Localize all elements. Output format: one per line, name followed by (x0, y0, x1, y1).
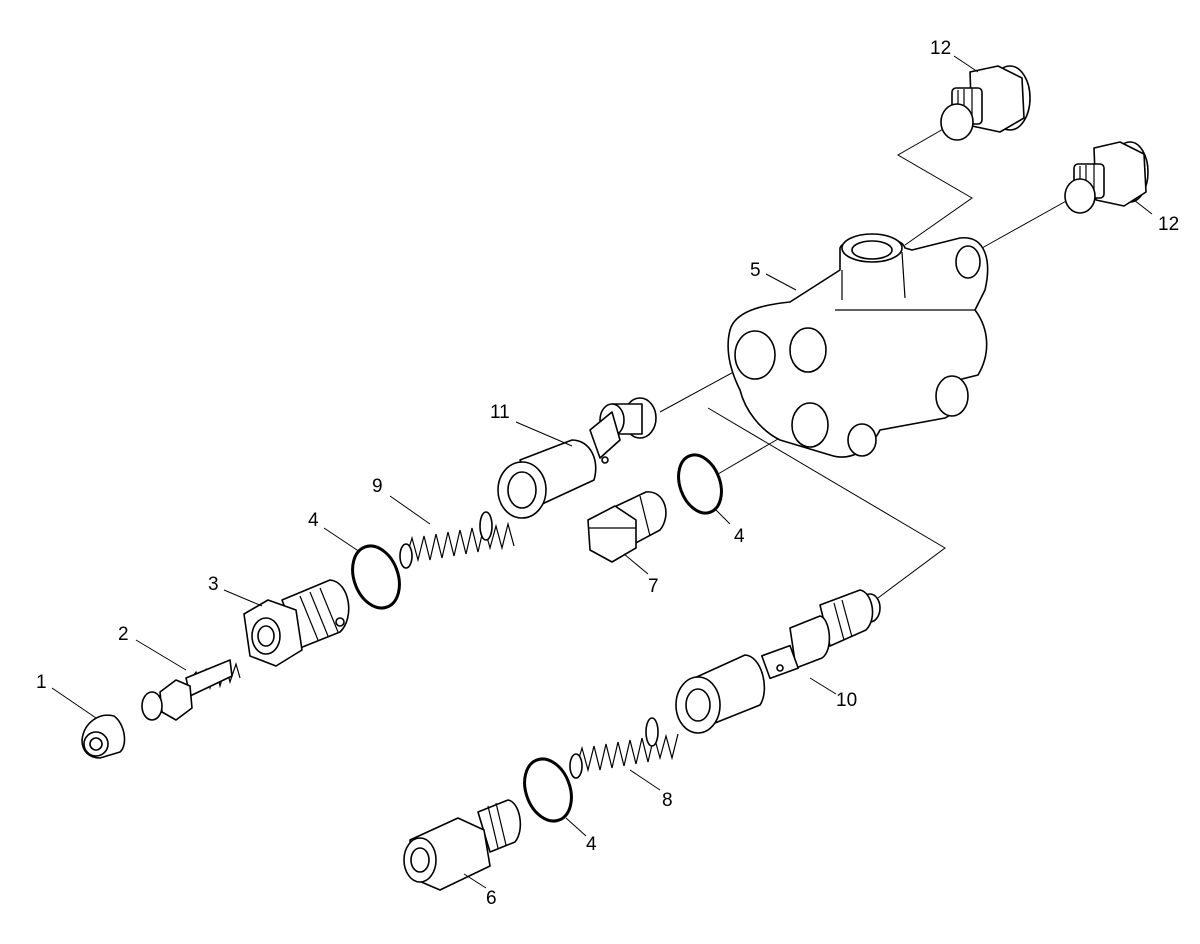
housing-3 (243, 579, 350, 667)
plug-7 (587, 491, 667, 563)
callout-10: 10 (836, 690, 857, 711)
assembly-axis-lines (659, 127, 1069, 599)
callout-3: 3 (208, 574, 219, 595)
callout-9: 9 (372, 476, 383, 497)
callout-4-upper-left: 4 (308, 510, 319, 531)
valve-body-5 (727, 233, 989, 458)
callout-4-lower: 4 (586, 834, 597, 855)
spool-10 (675, 589, 881, 734)
callout-leaders (51, 55, 1153, 889)
cap-1 (81, 714, 126, 759)
callout-6: 6 (486, 888, 497, 909)
callout-5: 5 (750, 260, 761, 281)
callout-4-upper-right: 4 (734, 526, 745, 547)
callout-8: 8 (662, 790, 673, 811)
callout-labels: 1 2 3 4 9 11 5 12 12 4 7 10 8 4 6 (36, 38, 1179, 909)
o-rings-4 (351, 453, 723, 823)
callout-11: 11 (490, 402, 510, 423)
callout-12-right: 12 (1158, 214, 1179, 235)
spool-11 (497, 397, 657, 519)
spring-8 (569, 717, 679, 779)
fitting-6 (403, 799, 522, 891)
callout-12-top: 12 (930, 38, 951, 59)
plug-12-top (940, 65, 1031, 141)
callout-2: 2 (118, 624, 129, 645)
screw-2 (141, 659, 241, 721)
callout-7: 7 (648, 576, 659, 597)
plug-12-right (1064, 141, 1149, 214)
spring-9 (399, 511, 515, 569)
callout-1: 1 (36, 672, 47, 693)
